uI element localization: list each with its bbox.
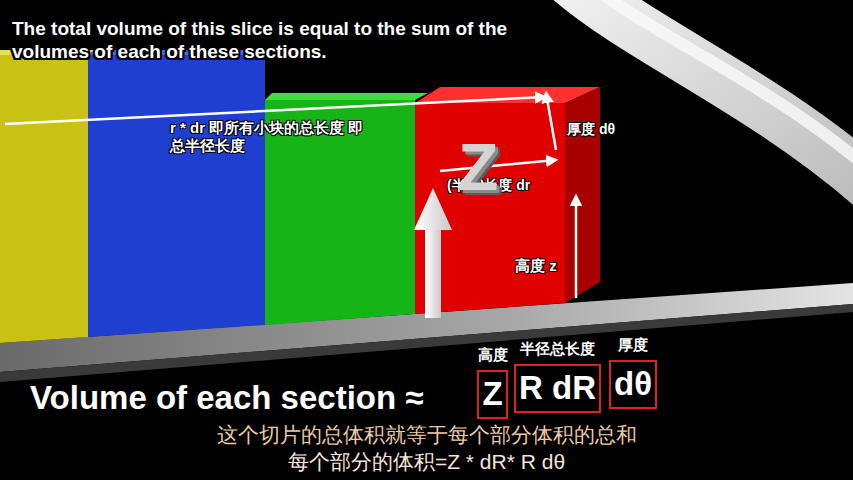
box-heading: 半径总长度 — [520, 340, 595, 359]
narration-text: The total volume of this slice is equal … — [12, 18, 517, 64]
formula-term: Z — [482, 376, 502, 412]
thickness-label: 厚度 dθ — [567, 121, 615, 138]
height-arrow — [575, 196, 578, 298]
green-top — [265, 93, 428, 100]
height-label: 高度 z — [515, 257, 557, 275]
tube-highlight — [585, 0, 853, 170]
formula-term: R dR — [519, 370, 596, 406]
highlight-box: 厚度dθ — [609, 360, 657, 409]
formula-text: Volume of each section ≈ — [30, 378, 423, 418]
subtitle-line: 这个切片的总体积就等于每个部分体积的总和 — [0, 422, 853, 447]
box-heading: 高度 — [478, 346, 508, 365]
up-arrow-shaft — [425, 228, 441, 318]
tube — [570, 0, 853, 185]
blue-section — [88, 55, 265, 337]
formula-term: dθ — [614, 366, 652, 402]
red-side — [565, 87, 600, 303]
highlight-box: 高度Z — [477, 370, 508, 419]
subtitle-line: 每个部分的体积=Z * dR* R dθ — [0, 449, 853, 474]
box-heading: 厚度 — [618, 336, 648, 355]
up-arrow-head — [414, 188, 452, 230]
yellow-section — [0, 55, 88, 343]
radius-note: r * dr 即所有小块的总长度 即总半径长度 — [170, 119, 375, 155]
height-letter: Z — [458, 134, 498, 200]
dtheta-arrow — [546, 93, 556, 150]
highlight-box: 半径总长度R dR — [514, 364, 601, 413]
